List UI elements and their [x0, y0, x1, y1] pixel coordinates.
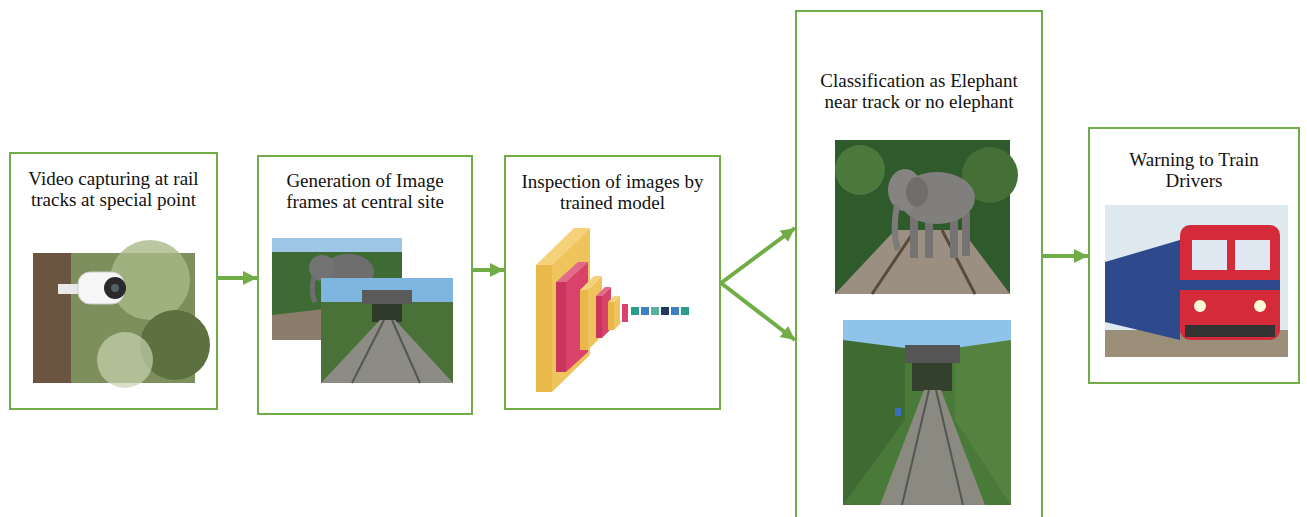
- flow-arrow: [721, 283, 795, 340]
- layer-front: [556, 282, 566, 372]
- layer-front: [608, 302, 614, 330]
- rail: [902, 390, 929, 505]
- dense-unit: [631, 307, 639, 315]
- foliage: [835, 145, 885, 195]
- flow-arrow: [721, 228, 795, 283]
- sky: [272, 238, 402, 252]
- camera-lens: [104, 277, 126, 299]
- gravel: [880, 390, 985, 505]
- flow-arrow: [1043, 254, 1088, 258]
- flow-arrow: [473, 268, 504, 272]
- train-photo: [1105, 205, 1288, 357]
- process-box: Generation of Image frames at central si…: [257, 155, 473, 415]
- rail: [392, 320, 420, 383]
- elephant-leg: [925, 218, 933, 258]
- cnn-model-figure: [536, 228, 689, 392]
- process-box: Classification as Elephant near track or…: [795, 10, 1043, 517]
- camera-lens: [111, 284, 119, 292]
- train-window: [1235, 240, 1270, 270]
- photo-ground: [843, 320, 1011, 505]
- layer-side: [566, 262, 588, 372]
- gravel: [835, 230, 1010, 294]
- train-window: [1192, 240, 1227, 270]
- bridge: [905, 345, 960, 363]
- layer-front: [580, 290, 588, 350]
- bridge-opening: [372, 304, 402, 322]
- layer-side: [588, 276, 602, 350]
- photo-ground: [321, 278, 453, 383]
- layer-front: [622, 304, 628, 322]
- elephant-ear: [906, 177, 928, 207]
- box-label: Warning to Train Drivers: [1090, 149, 1298, 191]
- elephant-trunk: [312, 276, 315, 302]
- box-label: Classification as Elephant near track or…: [797, 70, 1041, 112]
- elephant-leg: [950, 216, 958, 258]
- tree-trunk: [33, 253, 71, 383]
- process-box: Video capturing at rail tracks at specia…: [9, 152, 218, 410]
- train-front: [1180, 225, 1280, 340]
- elephant-on-track-photo: [835, 140, 1018, 294]
- camera-body: [78, 272, 124, 304]
- box-label: Generation of Image frames at central si…: [259, 170, 471, 212]
- dense-unit: [651, 307, 659, 315]
- layer-side: [552, 228, 590, 392]
- train-stripe: [1180, 280, 1280, 290]
- flow-arrow: [218, 276, 257, 280]
- rail: [936, 390, 963, 505]
- layer-front: [596, 296, 602, 338]
- rail: [352, 320, 384, 383]
- gravel: [321, 320, 453, 383]
- train-light: [1254, 300, 1266, 312]
- elephant-trunk: [895, 205, 898, 250]
- train-bumper: [1185, 325, 1275, 337]
- layer-side: [614, 296, 620, 330]
- train-light: [1194, 300, 1206, 312]
- rail: [942, 230, 975, 294]
- sky: [1105, 205, 1288, 357]
- process-box: Warning to Train Drivers: [1088, 127, 1300, 384]
- dense-unit: [681, 307, 689, 315]
- foliage-blur: [97, 332, 153, 388]
- dense-unit: [661, 307, 669, 315]
- layer-front: [536, 265, 552, 392]
- box-label: Video capturing at rail tracks at specia…: [11, 168, 216, 210]
- camera-photo: [33, 240, 210, 388]
- bridge: [362, 290, 412, 304]
- elephant-leg: [962, 212, 970, 256]
- box-label: Inspection of images by trained model: [506, 171, 719, 213]
- empty-track-photo: [843, 320, 1011, 505]
- dense-unit: [641, 307, 649, 315]
- carriages: [1105, 240, 1180, 340]
- process-box: Inspection of images by trained model: [504, 155, 721, 410]
- dense-unit: [671, 307, 679, 315]
- bridge-opening: [912, 363, 952, 391]
- sign: [895, 408, 901, 416]
- frame-photo-track: [321, 278, 453, 383]
